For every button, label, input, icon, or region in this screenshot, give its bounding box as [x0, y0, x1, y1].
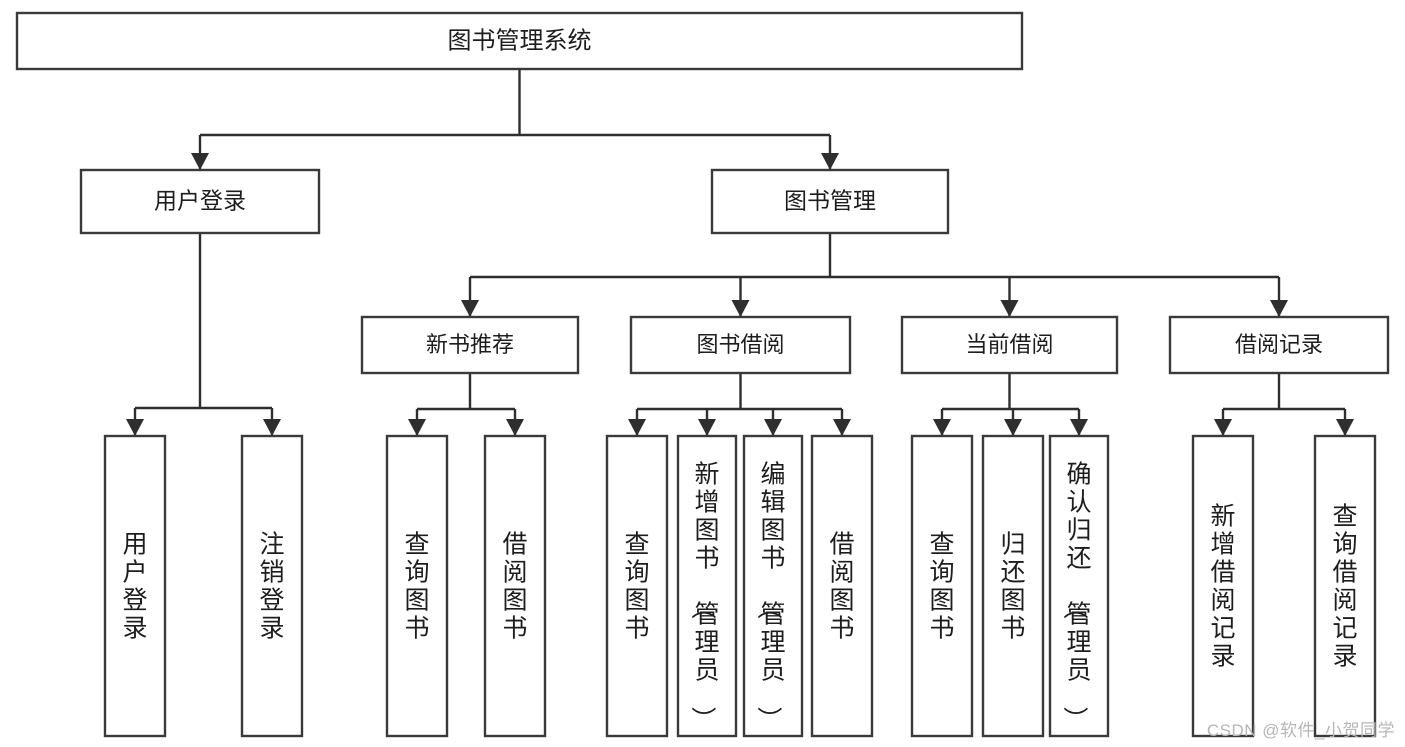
node-box-leaf-logout [240, 434, 304, 738]
node-box-user-login [79, 168, 321, 235]
node-root[interactable]: 图书管理系统 [15, 11, 1024, 71]
arrow-head-borrow-record [1270, 300, 1288, 317]
node-label-leaf-edit-book-admin: 编辑图书（管理员） [754, 460, 785, 731]
arrow-head-leaf-add-borrow-record [1214, 419, 1232, 436]
node-box-leaf-query-book-rec [385, 434, 449, 738]
node-box-leaf-confirm-return-admin [1048, 434, 1110, 738]
node-borrow-record[interactable]: 借阅记录 [1168, 315, 1390, 375]
node-box-new-book-recommend [360, 315, 580, 375]
node-layer: 图书管理系统用户登录图书管理新书推荐图书借阅当前借阅借阅记录用户登录注销登录查询… [15, 11, 1390, 738]
connector-group-root [191, 69, 839, 170]
node-label-leaf-return-book: 归还图书 [1000, 530, 1025, 642]
node-box-root [15, 11, 1024, 71]
arrow-head-leaf-query-borrow-record [1336, 419, 1354, 436]
node-leaf-add-book-admin[interactable]: 新增图书（管理员） [676, 434, 738, 738]
csdn-watermark: CSDN @软件_小贺同学 [1206, 721, 1395, 740]
node-book-manage[interactable]: 图书管理 [710, 168, 950, 235]
arrow-head-leaf-add-book-admin [698, 419, 716, 436]
connector-layer [126, 69, 1354, 436]
node-leaf-query-book-rec[interactable]: 查询图书 [385, 434, 449, 738]
node-box-book-manage [710, 168, 950, 235]
node-label-leaf-borrow-book: 借阅图书 [829, 530, 854, 642]
arrow-head-leaf-borrow-book-rec [506, 419, 524, 436]
arrow-head-leaf-confirm-return-admin [1070, 419, 1088, 436]
node-label-leaf-add-book-admin: 新增图书（管理员） [688, 460, 719, 731]
node-leaf-borrow-book-rec[interactable]: 借阅图书 [483, 434, 547, 738]
node-box-leaf-user-login [103, 434, 167, 738]
node-box-leaf-return-book [981, 434, 1045, 738]
arrow-head-leaf-borrow-book [833, 419, 851, 436]
node-box-leaf-add-borrow-record [1191, 434, 1255, 738]
arrow-head-new-book-recommend [461, 300, 479, 317]
node-label-book-manage: 图书管理 [784, 188, 876, 214]
node-label-leaf-user-login: 用户登录 [122, 530, 147, 642]
node-label-leaf-confirm-return-admin: 确认归还（管理员） [1060, 460, 1091, 731]
arrow-head-leaf-query-book-rec [408, 419, 426, 436]
node-label-book-borrow: 图书借阅 [696, 332, 784, 357]
node-box-leaf-borrow-book [810, 434, 874, 738]
node-box-leaf-query-borrow-record [1313, 434, 1377, 738]
node-leaf-return-book[interactable]: 归还图书 [981, 434, 1045, 738]
arrow-head-leaf-edit-book-admin [764, 419, 782, 436]
connector-group-current-borrow [933, 373, 1088, 436]
node-box-borrow-record [1168, 315, 1390, 375]
node-label-new-book-recommend: 新书推荐 [426, 332, 514, 357]
node-leaf-query-borrow-record[interactable]: 查询借阅记录 [1313, 434, 1377, 738]
arrow-head-leaf-return-book [1004, 419, 1022, 436]
node-label-current-borrow: 当前借阅 [965, 332, 1053, 357]
node-leaf-query-book-borrow[interactable]: 查询图书 [605, 434, 669, 738]
node-label-leaf-borrow-book-rec: 借阅图书 [502, 530, 527, 642]
node-label-user-login: 用户登录 [154, 188, 246, 214]
arrow-head-user-login [191, 153, 209, 170]
arrow-head-book-manage [821, 153, 839, 170]
node-box-leaf-borrow-book-rec [483, 434, 547, 738]
node-label-leaf-query-book-borrow: 查询图书 [624, 530, 649, 642]
node-label-root: 图书管理系统 [448, 27, 592, 54]
node-current-borrow[interactable]: 当前借阅 [900, 315, 1119, 375]
node-book-borrow[interactable]: 图书借阅 [629, 315, 852, 375]
node-box-leaf-query-book-borrow [605, 434, 669, 738]
node-leaf-borrow-book[interactable]: 借阅图书 [810, 434, 874, 738]
node-leaf-logout[interactable]: 注销登录 [240, 434, 304, 738]
node-box-leaf-add-book-admin [676, 434, 738, 738]
arrow-head-leaf-logout [263, 419, 281, 436]
node-user-login[interactable]: 用户登录 [79, 168, 321, 235]
arrow-head-book-borrow [731, 300, 750, 317]
node-box-current-borrow [900, 315, 1119, 375]
node-label-borrow-record: 借阅记录 [1235, 332, 1323, 357]
node-label-leaf-logout: 注销登录 [259, 530, 284, 642]
node-leaf-edit-book-admin[interactable]: 编辑图书（管理员） [742, 434, 804, 738]
connector-group-borrow-record [1214, 373, 1354, 436]
node-label-leaf-add-borrow-record: 新增借阅记录 [1210, 502, 1235, 670]
node-leaf-add-borrow-record[interactable]: 新增借阅记录 [1191, 434, 1255, 738]
node-label-leaf-query-book-rec: 查询图书 [404, 530, 429, 642]
node-box-leaf-edit-book-admin [742, 434, 804, 738]
arrow-head-current-borrow [1000, 300, 1019, 317]
connector-group-book-manage [461, 233, 1288, 317]
connector-group-new-book-recommend [408, 373, 524, 436]
node-box-book-borrow [629, 315, 852, 375]
node-box-leaf-query-book-current [910, 434, 974, 738]
arrow-head-leaf-user-login [126, 419, 144, 436]
arrow-head-leaf-query-book-borrow [628, 419, 646, 436]
node-label-leaf-query-book-current: 查询图书 [929, 530, 954, 642]
node-leaf-query-book-current[interactable]: 查询图书 [910, 434, 974, 738]
node-leaf-confirm-return-admin[interactable]: 确认归还（管理员） [1048, 434, 1110, 738]
node-leaf-user-login[interactable]: 用户登录 [103, 434, 167, 738]
node-new-book-recommend[interactable]: 新书推荐 [360, 315, 580, 375]
node-label-leaf-query-borrow-record: 查询借阅记录 [1332, 502, 1357, 670]
connector-group-book-borrow [628, 373, 851, 436]
arrow-head-leaf-query-book-current [933, 419, 951, 436]
connector-group-user-login [126, 233, 281, 436]
